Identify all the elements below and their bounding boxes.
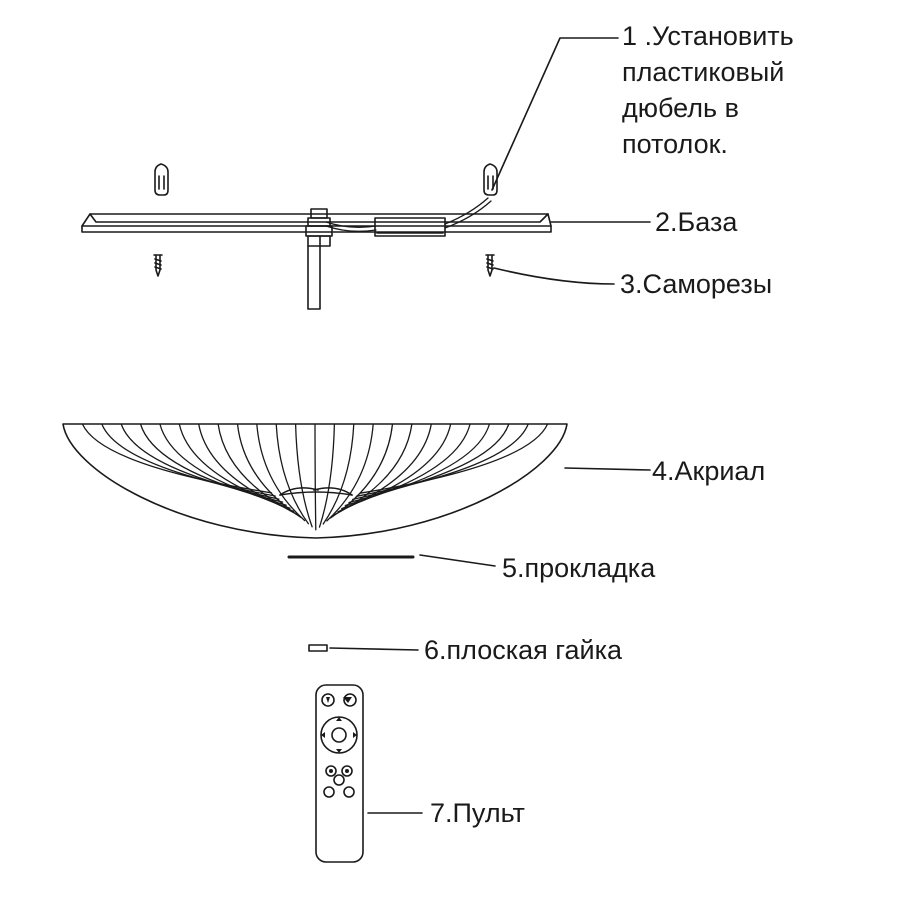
remote-button-mid-right-icon bbox=[341, 765, 353, 777]
leader-line-5 bbox=[419, 554, 496, 567]
remote-button-row-center-icon bbox=[333, 774, 345, 786]
shade-rib bbox=[326, 423, 374, 522]
driver-box bbox=[374, 217, 446, 237]
label-base: 2.База bbox=[655, 207, 738, 237]
label-remote: 7.Пульт bbox=[430, 798, 525, 828]
label-acrylic: 4.Акриал bbox=[652, 456, 766, 486]
remote-button-top-right-icon bbox=[343, 693, 357, 707]
acrylic-shade bbox=[62, 423, 568, 539]
shade-rib bbox=[275, 423, 310, 525]
shade-rib bbox=[81, 423, 273, 494]
shade-rib bbox=[333, 423, 413, 516]
screw-left bbox=[153, 254, 163, 277]
leader-line-3 bbox=[493, 267, 615, 285]
label-screws: 3.Саморезы bbox=[620, 269, 773, 299]
shade-rib bbox=[359, 423, 549, 494]
base-plate bbox=[81, 213, 552, 233]
plastic-dowel-right bbox=[483, 163, 498, 196]
shade-rib bbox=[348, 423, 491, 504]
shade-rib bbox=[236, 423, 302, 519]
shade-rib bbox=[314, 423, 317, 531]
leader-line-1 bbox=[491, 37, 619, 191]
shade-rib bbox=[318, 423, 336, 528]
shade-rib bbox=[344, 423, 471, 507]
plastic-dowel-left bbox=[154, 163, 169, 196]
leader-line-4 bbox=[564, 467, 651, 471]
leader-line-6 bbox=[329, 647, 419, 651]
shade-rib bbox=[352, 423, 510, 501]
wires bbox=[325, 197, 492, 232]
shade-rib bbox=[101, 423, 276, 497]
shade-rib bbox=[217, 423, 298, 516]
shade-rib bbox=[337, 423, 432, 513]
remote-control bbox=[315, 684, 364, 863]
shade-rib bbox=[322, 423, 355, 525]
label-dowel: 1 .Установить пластиковый дюбель в потол… bbox=[622, 21, 794, 159]
shade-rib bbox=[139, 423, 284, 503]
label-gasket: 5.прокладка bbox=[502, 553, 656, 583]
shade-rib bbox=[198, 423, 295, 513]
label-flat-nut: 6.плоская гайка bbox=[424, 635, 623, 665]
remote-button-row-right-icon bbox=[343, 786, 355, 798]
remote-button-row-left-icon bbox=[323, 786, 335, 798]
shade-rib bbox=[294, 423, 313, 528]
flat-nut bbox=[308, 644, 328, 652]
remote-button-mid-left-icon bbox=[325, 765, 337, 777]
shade-rib bbox=[256, 423, 306, 522]
remote-button-top-left-icon bbox=[321, 693, 335, 707]
remote-dial-outer-icon bbox=[320, 716, 358, 754]
central-mount bbox=[305, 208, 333, 310]
remote-dial-inner-icon bbox=[331, 727, 347, 743]
screw-right bbox=[485, 254, 495, 277]
shade-rib bbox=[355, 423, 529, 497]
